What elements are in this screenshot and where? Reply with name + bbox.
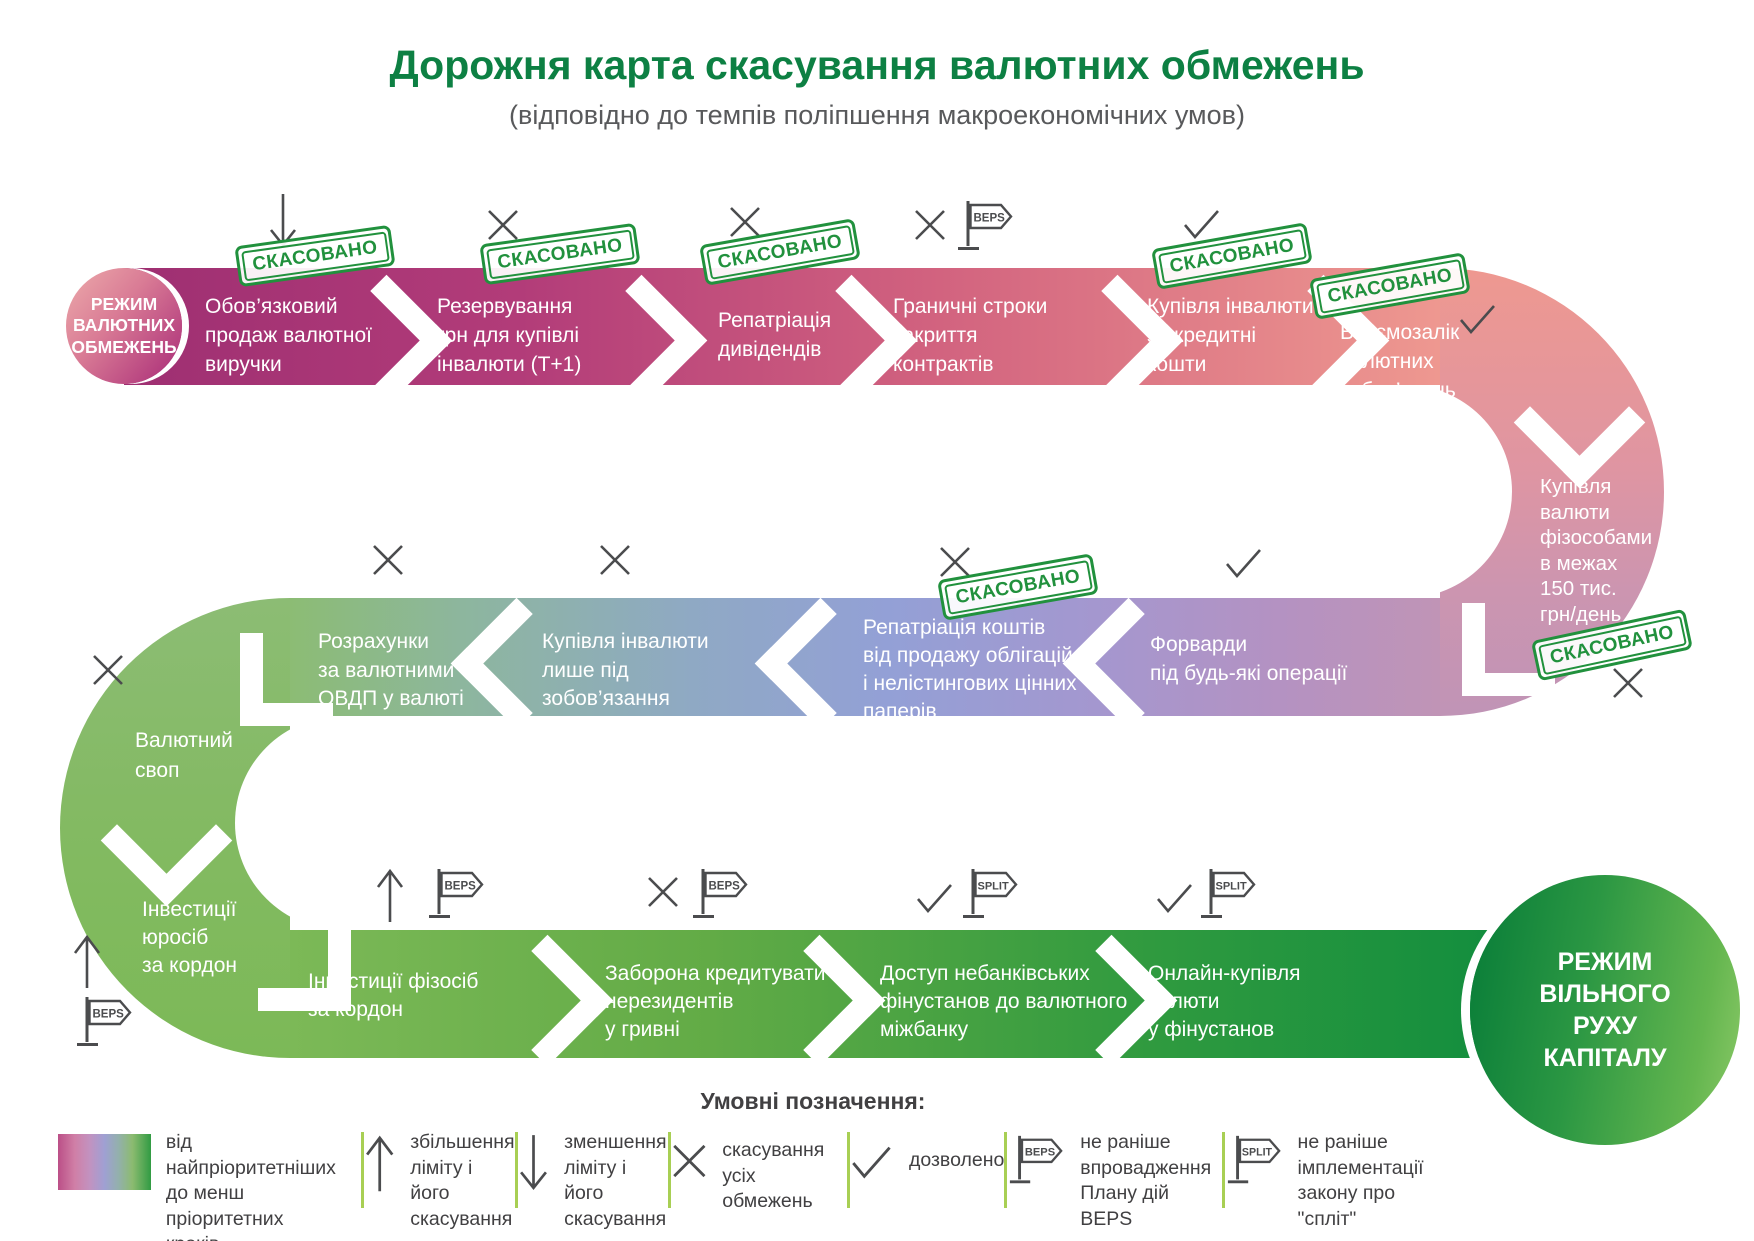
legend-item-label: зменшення ліміту і його скасування	[564, 1131, 667, 1230]
increase-limit-arrow-icon	[375, 866, 405, 924]
cancel-all-x-icon	[598, 543, 632, 577]
legend-separator	[847, 1132, 850, 1208]
split-flag-icon: SPLIT	[963, 869, 1018, 918]
increase-limit-arrow-icon	[72, 932, 102, 990]
increase-limit-arrow-icon	[364, 1132, 395, 1194]
allowed-check-icon	[1182, 208, 1222, 240]
svg-text:BEPS: BEPS	[93, 1009, 125, 1021]
step-online-fx-purchase: Онлайн-купівля валюти у фінустанов	[1148, 962, 1301, 1041]
allowed-check-icon	[1224, 547, 1264, 579]
legend-item-cancel-all: скасування усіх обмежень	[671, 1130, 848, 1215]
start-node: РЕЖИМ ВАЛЮТНИХ ОБМЕЖЕНЬ	[66, 268, 182, 384]
svg-text:BEPS: BEPS	[1025, 1147, 1055, 1159]
road-segment-middle	[290, 598, 1440, 716]
step-legal-entities-investments: Інвестиції юросіб за кордон	[142, 898, 237, 977]
svg-text:SPLIT: SPLIT	[1241, 1147, 1272, 1159]
legend-item-priority: від найпріоритетніших до менш пріоритетн…	[58, 1130, 361, 1241]
cancel-all-x-icon	[913, 208, 947, 242]
cancel-all-x-icon	[486, 208, 520, 242]
cancel-all-x-icon	[91, 653, 125, 687]
cancel-all-x-icon	[938, 545, 972, 579]
step-bond-proceeds-repatriation: Репатріація коштів від продажу облігацій…	[863, 616, 1077, 723]
step-fx-purchase-obligations: Купівля інвалюти лише під зобов’язання	[542, 630, 709, 710]
legend-item-split: SPLIT не раніше імплементації закону про…	[1225, 1130, 1454, 1232]
svg-text:BEPS: BEPS	[974, 213, 1006, 225]
legend-separator	[1004, 1132, 1008, 1208]
road-turn-left-hole	[235, 716, 400, 930]
step-nonresident-uah-lending: Заборона кредитувати нерезидентів у грив…	[605, 962, 826, 1041]
legend-item-label: не раніше впровадження Плану дій BEPS	[1080, 1131, 1212, 1230]
legend-heading: Умовні позначення:	[700, 1088, 926, 1114]
split-flag-icon: SPLIT	[1201, 869, 1256, 918]
svg-text:BEPS: BEPS	[709, 881, 741, 893]
legend-separator	[360, 1132, 364, 1208]
road-segment-bottom	[290, 930, 1605, 1058]
allowed-check-icon	[1155, 882, 1195, 914]
allowed-check-icon	[850, 1144, 894, 1180]
beps-flag-icon: BEPS	[693, 869, 748, 918]
legend-item-decrease: зменшення ліміту і його скасування	[518, 1130, 668, 1232]
beps-flag-icon: BEPS	[1010, 1135, 1063, 1184]
legend-item-label: скасування усіх обмежень	[722, 1139, 825, 1212]
road-segment-top	[124, 268, 1440, 385]
step-fx-purchase-credit: Купівля інвалюти за кредитні кошти	[1147, 295, 1314, 376]
legend-separator	[667, 1132, 671, 1208]
step-fx-swap: Валютний своп	[135, 729, 233, 782]
page-title: Дорожня карта скасування валютних обмеже…	[389, 42, 1365, 88]
step-fx-ovdp-settlements: Розрахунки за валютними ОВДП у валюті	[318, 630, 464, 710]
legend-separator	[515, 1132, 519, 1208]
end-node: РЕЖИМ ВІЛЬНОГО РУХУ КАПІТАЛУ	[1470, 875, 1740, 1145]
svg-text:BEPS: BEPS	[445, 881, 477, 893]
legend-item-increase: збільшення ліміту і його скасування	[364, 1130, 515, 1232]
allowed-check-icon	[915, 882, 955, 914]
legend-separator	[1221, 1132, 1225, 1208]
page-subtitle: (відповідно до темпів поліпшення макроек…	[509, 100, 1245, 130]
cancel-all-x-icon	[646, 875, 680, 909]
priority-gradient-swatch	[58, 1134, 151, 1190]
decrease-limit-arrow-icon	[518, 1132, 549, 1194]
legend-item-beps: BEPS не раніше впровадження Плану дій BE…	[1007, 1130, 1221, 1232]
beps-flag-icon: BEPS	[429, 869, 484, 918]
step-dividend-repatriation: Репатріація дивідендів	[718, 309, 832, 361]
cancel-all-x-icon	[671, 1142, 708, 1180]
step-individuals-investments: Інвестиції фізосіб за кордон	[308, 970, 479, 1021]
cancel-all-x-icon	[371, 543, 405, 577]
road-turn-right-hole	[1340, 385, 1512, 598]
svg-text:SPLIT: SPLIT	[1216, 881, 1247, 893]
legend-item-label: дозволено	[908, 1149, 1005, 1171]
cancel-all-x-icon	[728, 205, 762, 239]
svg-text:SPLIT: SPLIT	[978, 881, 1009, 893]
legend-item-label: від найпріоритетніших до менш пріоритетн…	[165, 1131, 336, 1241]
legend-item-allowed: дозволено	[850, 1130, 1004, 1180]
step-forwards: Форварди під будь-які операції	[1150, 633, 1348, 685]
step-contract-deadlines: Граничні строки закриття контрактів	[893, 295, 1048, 376]
beps-flag-icon: BEPS	[77, 997, 132, 1046]
step-fx-netting: Взаємозалік валютних зобов’язань	[1340, 321, 1460, 402]
legend: від найпріоритетніших до менш пріоритетн…	[58, 1130, 1454, 1241]
step-nonbank-interbank-access: Доступ небанківських фінустанов до валют…	[880, 962, 1128, 1041]
step-individual-fx-limit: Купівля валюти фізособами в межах 150 ти…	[1540, 475, 1653, 626]
step-mandatory-fx-sale: Обов’язковий продаж валютної виручки	[205, 295, 372, 376]
allowed-check-icon	[1458, 303, 1498, 335]
step-uah-reservation: Резервування грн для купівлі інвалюти (Т…	[437, 295, 582, 376]
cancel-all-x-icon	[1611, 666, 1645, 700]
legend-item-label: збільшення ліміту і його скасування	[410, 1131, 515, 1230]
legend-item-label: не раніше імплементації закону про "сплі…	[1297, 1131, 1424, 1230]
split-flag-icon: SPLIT	[1227, 1135, 1281, 1184]
beps-flag-icon: BEPS	[958, 201, 1013, 250]
